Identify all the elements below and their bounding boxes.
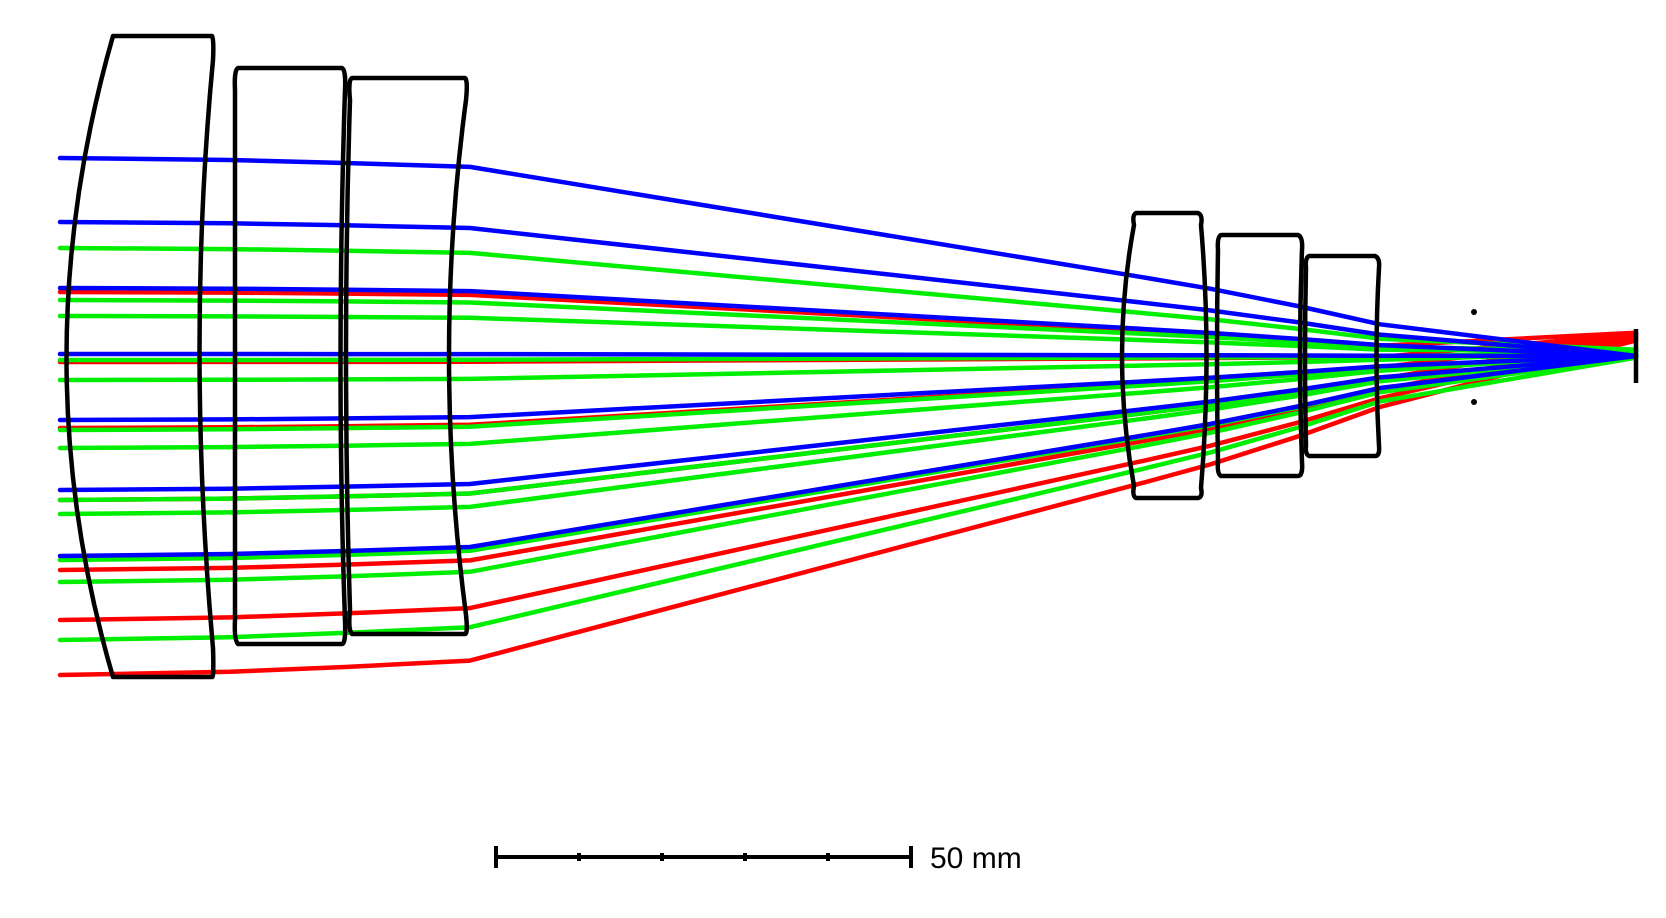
green-ray-fan xyxy=(57,245,1639,643)
blue-ray xyxy=(57,219,1639,359)
green-ray xyxy=(57,354,1639,585)
red-ray xyxy=(57,338,1639,678)
green-ray xyxy=(57,297,1639,354)
aperture-mark-bottom xyxy=(1471,399,1477,405)
blue-ray xyxy=(57,351,1639,359)
blue-ray xyxy=(57,353,1639,559)
green-ray xyxy=(57,352,1639,517)
lens-element-2 xyxy=(232,65,348,647)
scale-bar-ticks xyxy=(494,846,913,868)
blue-ray xyxy=(57,285,1639,359)
lens-element-1 xyxy=(64,33,216,680)
green-ray xyxy=(57,245,1639,353)
scale-bar: 50 mm xyxy=(494,842,1022,875)
green-ray xyxy=(57,313,1639,354)
lens-element-4 xyxy=(1119,210,1209,501)
blue-ray xyxy=(57,155,1639,359)
blue-ray-fan xyxy=(57,155,1639,559)
lens-group xyxy=(64,33,1639,680)
blue-ray xyxy=(57,353,1639,493)
green-ray xyxy=(57,355,1639,643)
red-ray xyxy=(57,337,1639,623)
blue-ray xyxy=(57,353,1639,423)
green-ray xyxy=(57,350,1639,383)
lens-element-3 xyxy=(343,75,470,637)
aperture-mark-top xyxy=(1471,309,1477,315)
lens-element-5 xyxy=(1214,232,1305,479)
green-ray xyxy=(57,351,1639,451)
scale-bar-label: 50 mm xyxy=(930,842,1022,875)
lens-element-6 xyxy=(1302,253,1382,459)
